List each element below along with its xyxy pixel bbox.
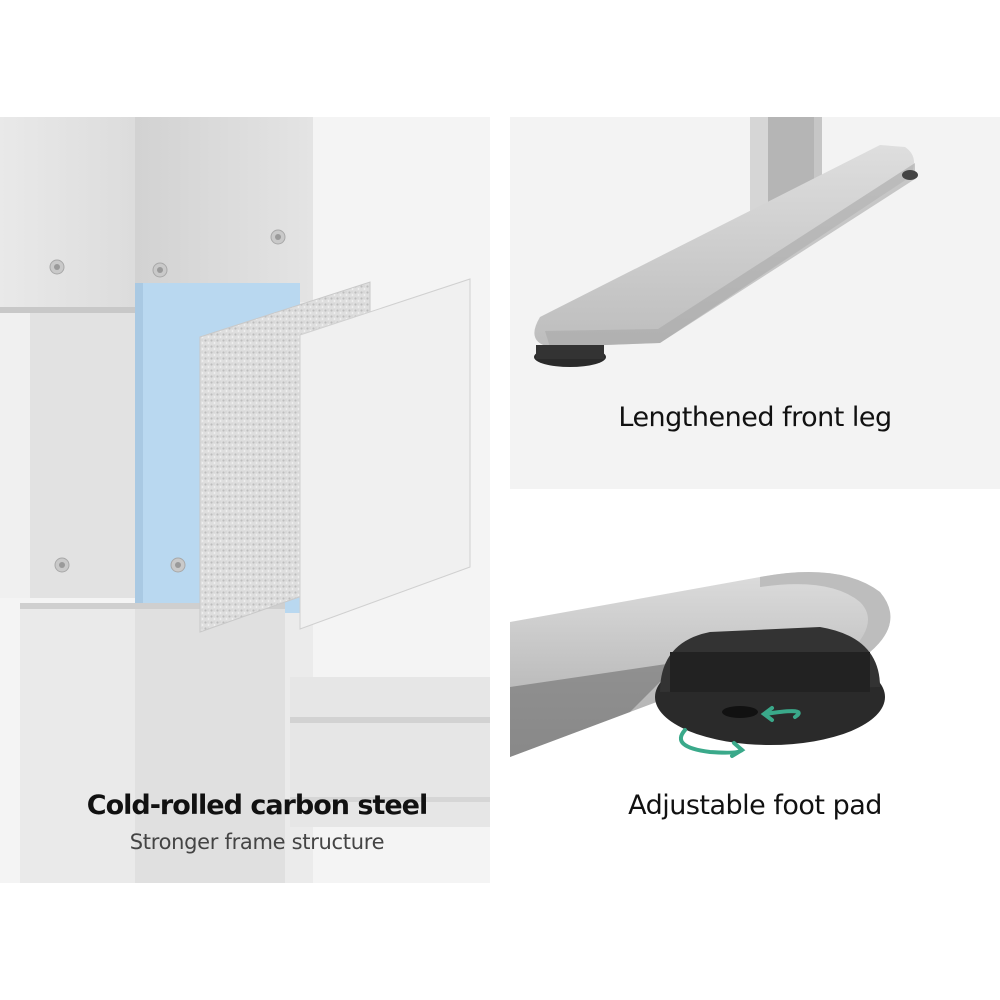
steel-title: Cold-rolled carbon steel — [86, 790, 428, 821]
steel-frame-panel — [0, 117, 490, 883]
steel-subtitle: Stronger frame structure — [129, 830, 385, 854]
foot-pad-illustration — [510, 512, 1000, 883]
steel-column-illustration — [0, 117, 490, 883]
front-leg-illustration — [510, 117, 1000, 489]
rotate-arrows-icon — [678, 706, 801, 758]
foot-pad-panel — [510, 512, 1000, 883]
front-leg-panel — [510, 117, 1000, 489]
foot-pad-title: Adjustable foot pad — [628, 790, 882, 821]
steel-sheet — [299, 278, 471, 630]
front-leg-title: Lengthened front leg — [618, 402, 892, 433]
